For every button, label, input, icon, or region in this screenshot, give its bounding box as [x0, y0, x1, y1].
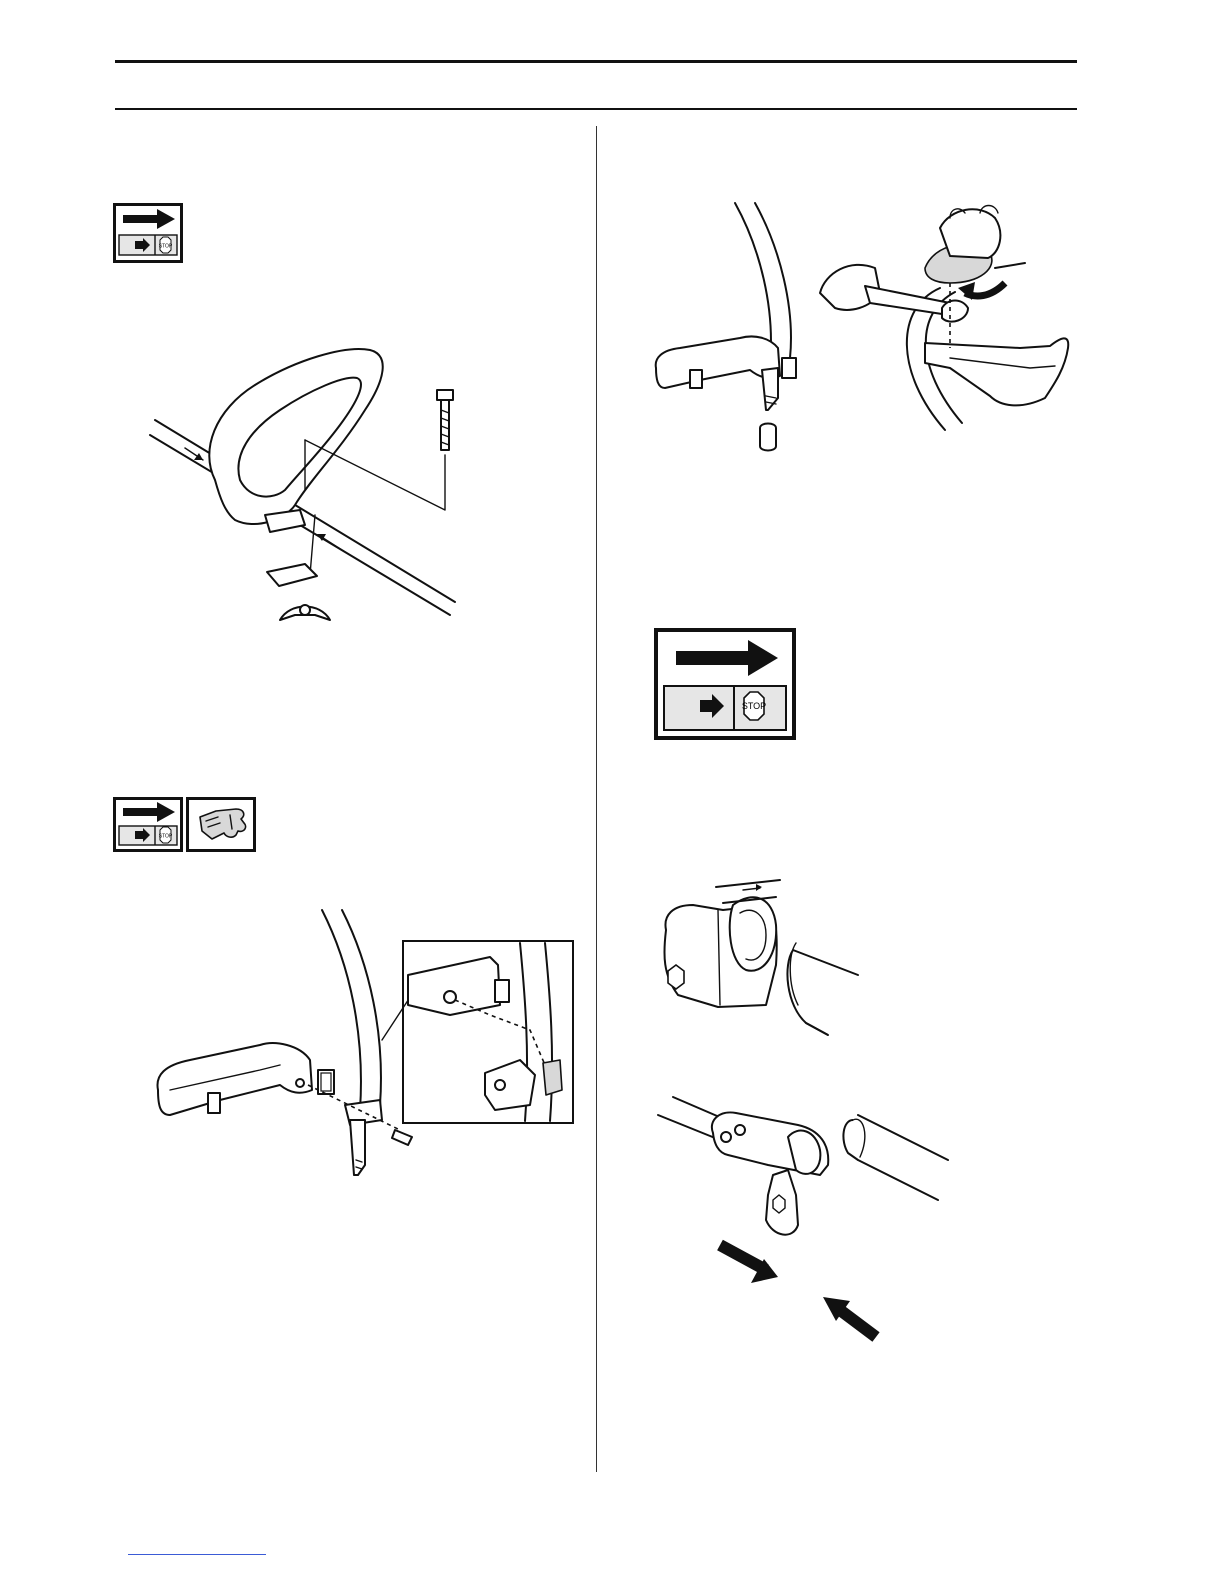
header-rule-top [115, 60, 1077, 63]
loop-handle-assembly-figure [145, 340, 465, 640]
assembly-instruction-icon-2: STOP [113, 797, 183, 852]
stop-sign-label: STOP [742, 701, 766, 711]
assembly-instruction-icon: STOP [113, 203, 183, 263]
stop-sign-label: STOP [159, 244, 173, 250]
trimmer-head-removal-figure [650, 198, 1080, 458]
stop-sign-label: STOP [159, 834, 173, 840]
column-divider [596, 126, 597, 1472]
protective-gloves-icon [186, 797, 256, 852]
shaft-coupling-figure [648, 875, 958, 1345]
assembly-instruction-icon-large: STOP [654, 628, 796, 740]
footer-link-underline[interactable] [128, 1554, 266, 1555]
rear-handle-mounting-figure [150, 905, 580, 1185]
header-rule-bottom [115, 108, 1077, 110]
